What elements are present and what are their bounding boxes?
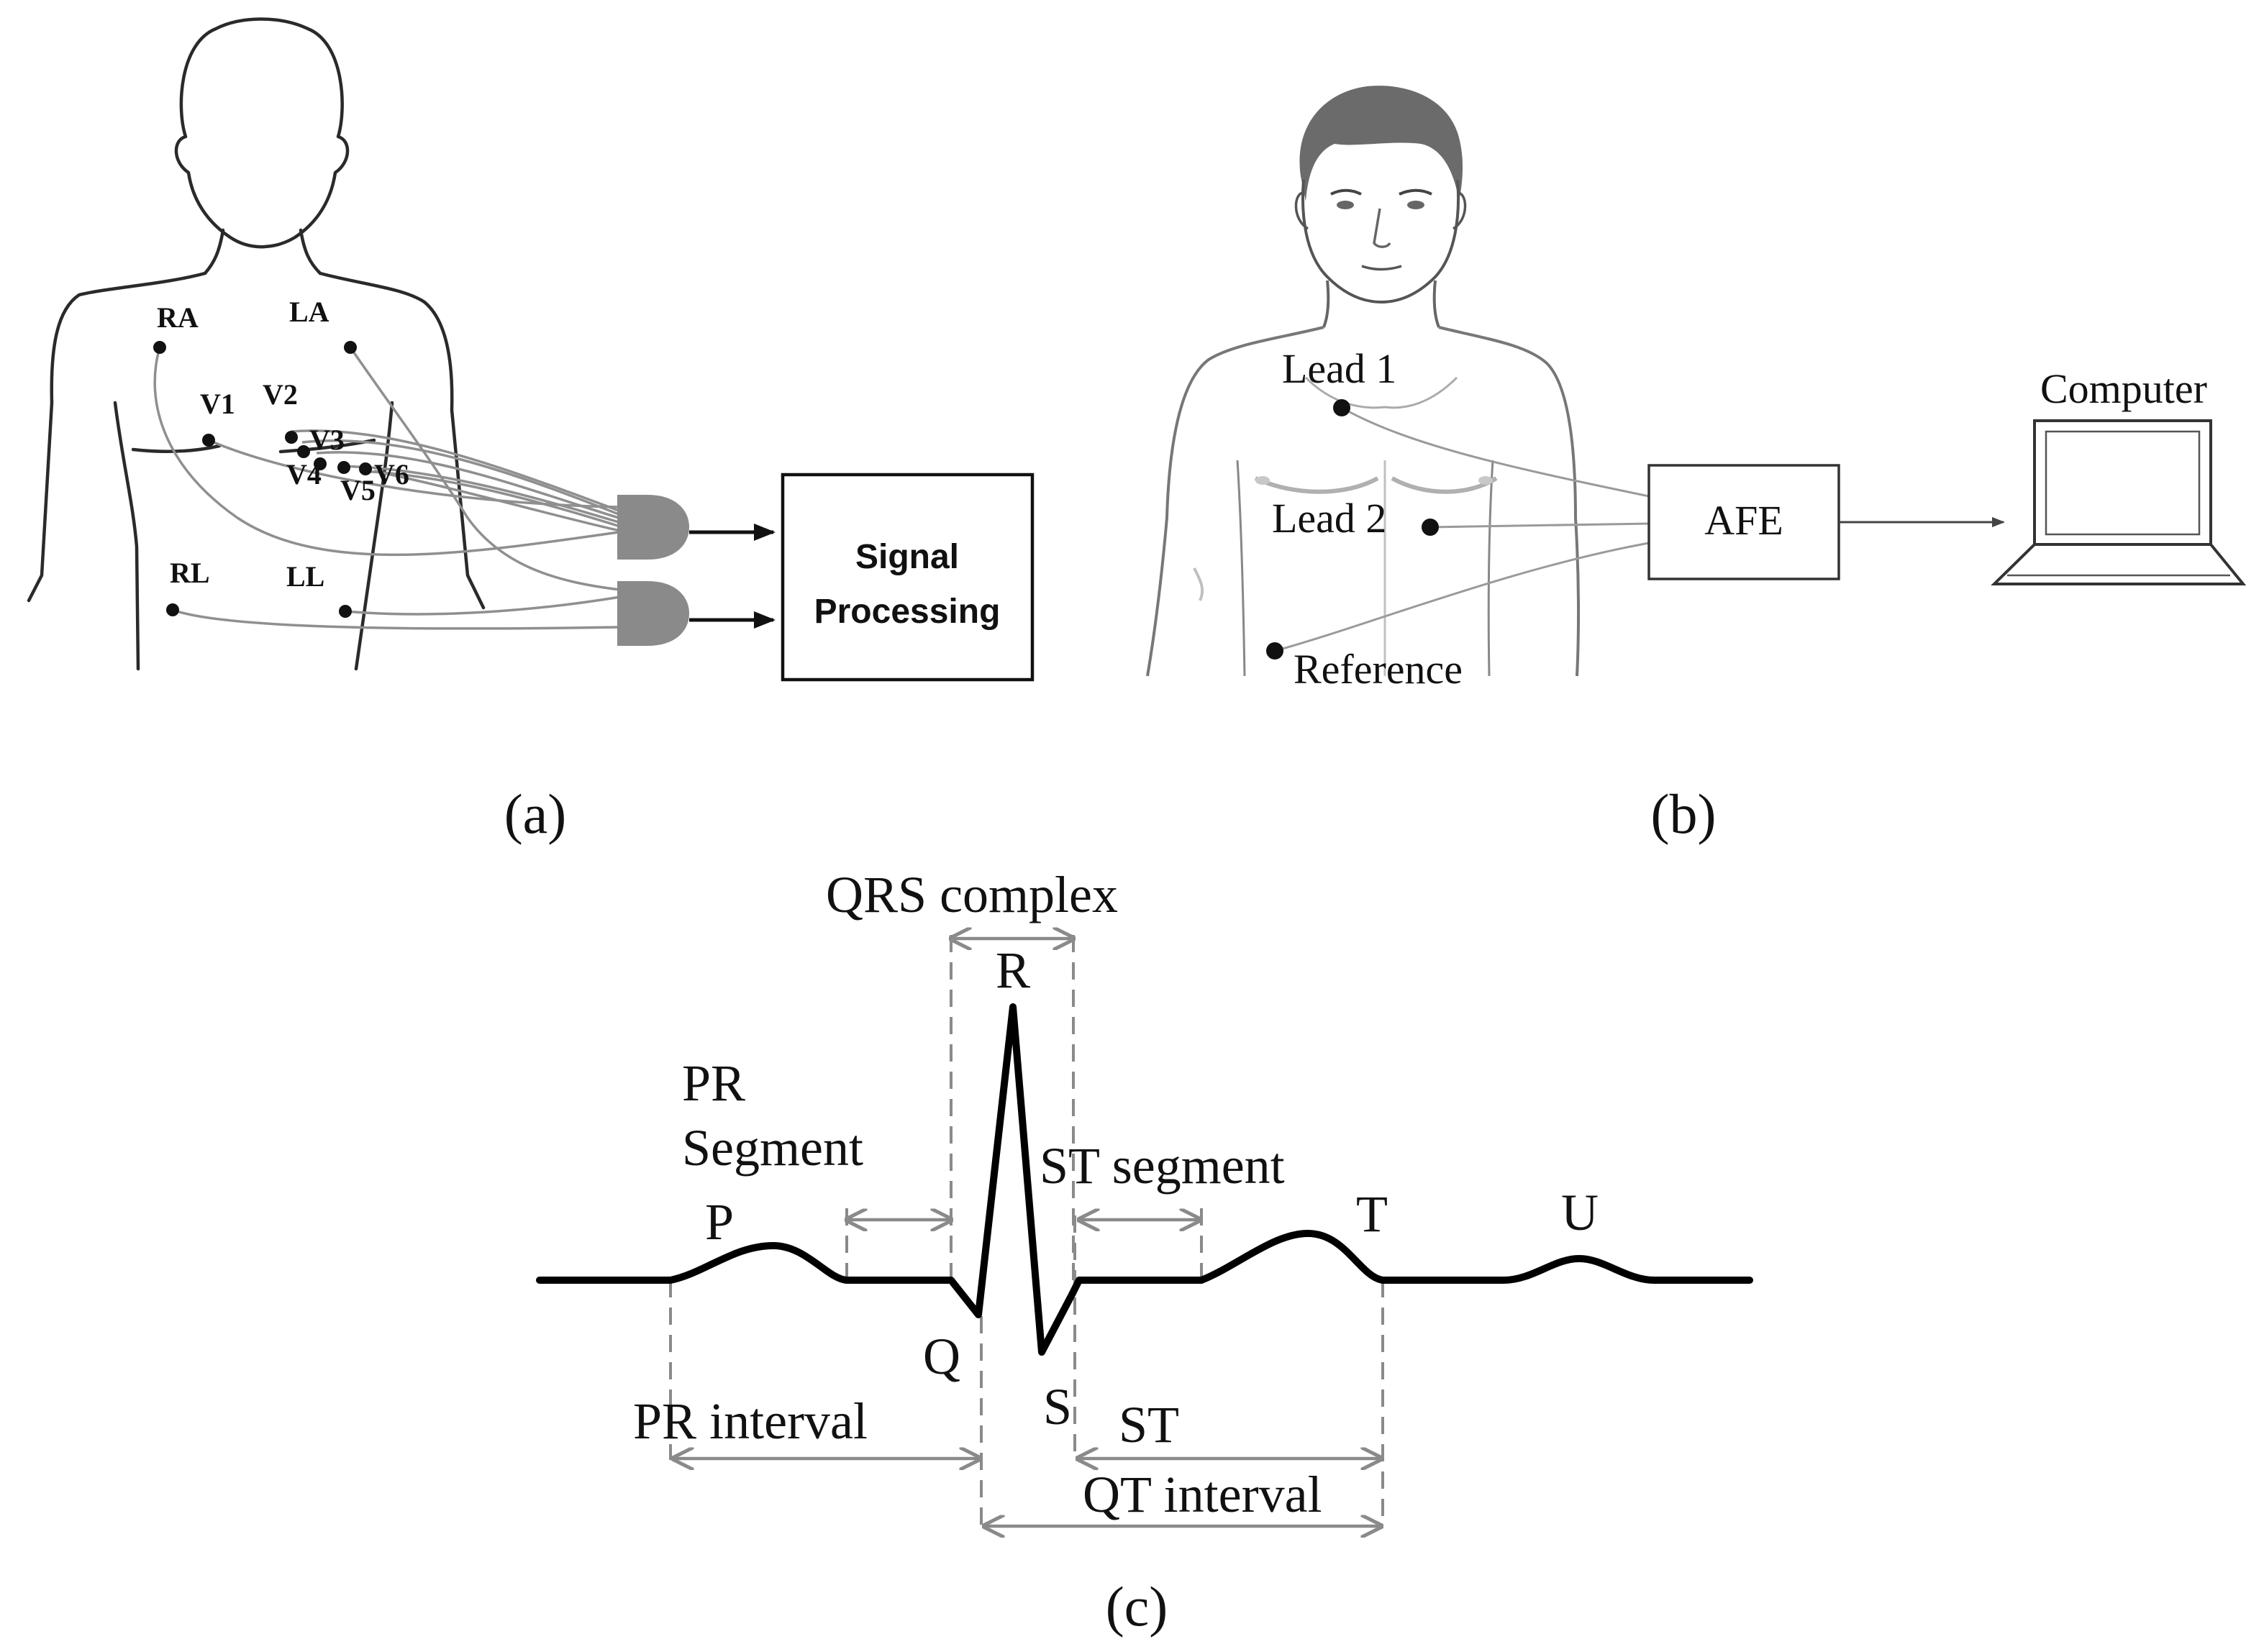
interval-arrows-c [673,939,1381,1526]
amplifiers-a [617,495,776,646]
caption-b: (b) [1651,782,1717,845]
label-v6: V6 [374,458,409,490]
label-wave-q: Q [923,1328,960,1385]
label-qrs-complex: QRS complex [826,866,1118,923]
electrode-la [344,341,357,354]
laptop-icon [1991,419,2247,585]
torso-figure-b [1146,86,1581,677]
panel-b: Lead 1 Lead 2 Reference AFE Computer (b) [1146,86,2247,845]
afe-box [1647,464,1840,580]
label-lead2: Lead 2 [1272,495,1386,542]
electrode-dots-a [153,341,372,618]
panel-a: RA LA V1 V2 V3 V4 V5 V6 RL LL Signal Pro… [27,17,1035,845]
electrode-v6 [359,462,372,475]
electrode-v3 [297,445,310,458]
electrode-v4 [314,457,327,470]
label-v4: V4 [286,458,322,490]
label-v2: V2 [263,378,298,411]
signal-processing-box [781,473,1035,682]
label-st-segment: ST segment [1040,1137,1285,1195]
electrode-ll [339,605,352,618]
label-v1: V1 [200,388,235,420]
label-lead1: Lead 1 [1282,345,1396,392]
amplifier-top [617,495,689,560]
label-pr-interval: PR interval [633,1392,868,1450]
electrode-ra [153,341,166,354]
ecg-waveform [536,1003,1753,1356]
label-pr-segment-1: PR [682,1054,745,1112]
electrode-labels-a: RA LA V1 V2 V3 V4 V5 V6 RL LL [157,296,409,593]
lead-wires-b [1274,406,1650,652]
label-qt-interval: QT interval [1083,1466,1322,1523]
label-wave-t: T [1356,1185,1388,1243]
label-computer: Computer [2040,365,2207,412]
label-v5: V5 [340,474,376,506]
signal-processing-line1: Signal [855,538,959,576]
signal-processing-block: Signal Processing [781,473,1035,682]
signal-processing-line2: Processing [814,593,1001,631]
afe-block: AFE [1647,464,1840,580]
label-st: ST [1119,1396,1179,1454]
afe-label: AFE [1704,497,1783,544]
label-pr-segment-2: Segment [682,1119,863,1177]
torso-outline-a [27,17,486,671]
label-ra: RA [157,301,199,334]
label-reference: Reference [1294,646,1463,693]
label-rl: RL [170,557,210,589]
dashed-guides-c [669,935,1384,1525]
label-wave-r: R [996,941,1030,999]
hair [1299,86,1463,201]
caption-a: (a) [504,782,567,845]
electrodes-b [1266,399,1439,660]
electrode-v5 [337,461,350,474]
lead-wires-a [153,347,621,630]
label-la: LA [289,296,329,328]
electrode-rl [166,603,179,616]
electrode-lead2 [1422,519,1439,536]
electrode-reference [1266,642,1283,660]
electrode-v1 [202,434,215,447]
electrode-lead1 [1333,399,1350,416]
label-wave-s: S [1043,1378,1072,1436]
label-wave-u: U [1561,1184,1599,1241]
panel-c: QRS complex R PR Segment ST segment P T … [536,866,1753,1638]
amplifier-bottom [617,581,689,646]
caption-c: (c) [1106,1575,1168,1638]
electrode-v2 [285,431,298,444]
label-wave-p: P [705,1193,734,1251]
label-ll: LL [286,560,324,593]
label-v3: V3 [309,424,345,456]
